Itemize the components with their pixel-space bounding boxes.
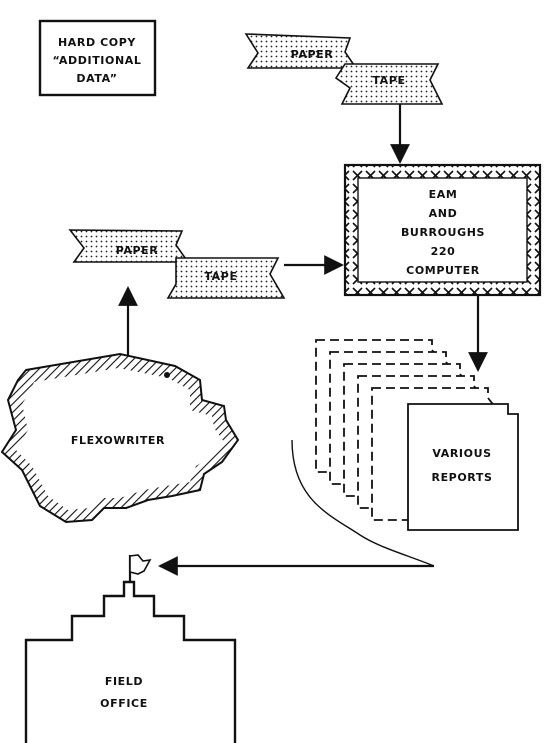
field-office: FIELD OFFICE: [26, 555, 235, 743]
computer-line4: 220: [431, 245, 456, 258]
hard-copy-line1: HARD COPY: [58, 36, 136, 49]
reports-line1: VARIOUS: [432, 447, 491, 460]
flexowriter: FLEXOWRITER: [2, 354, 238, 522]
field-office-line1: FIELD: [105, 675, 143, 688]
tape-left-tape-label: TAPE: [204, 270, 237, 283]
paper-tape-top: PAPER TAPE: [246, 34, 442, 104]
computer-line2: AND: [429, 207, 458, 220]
computer-line5: COMPUTER: [406, 264, 480, 277]
flexowriter-label: FLEXOWRITER: [71, 434, 165, 447]
field-office-line2: OFFICE: [100, 697, 148, 710]
computer-line3: BURROUGHS: [401, 226, 485, 239]
computer-line1: EAM: [429, 188, 458, 201]
computer-box: EAM AND BURROUGHS 220 COMPUTER: [345, 165, 540, 295]
report-stack: VARIOUS REPORTS: [292, 340, 518, 566]
reports-line2: REPORTS: [432, 471, 493, 484]
tape-left-paper-label: PAPER: [116, 244, 159, 257]
flag-icon: [130, 555, 150, 574]
tape-top-paper-label: PAPER: [291, 48, 334, 61]
tape-top-tape-label: TAPE: [372, 74, 405, 87]
hard-copy-line2: “ADDITIONAL: [53, 54, 142, 67]
paper-tape-left: PAPER TAPE: [70, 230, 284, 298]
hard-copy-box: HARD COPY “ADDITIONAL DATA”: [40, 21, 155, 95]
hard-copy-line3: DATA”: [76, 72, 117, 85]
